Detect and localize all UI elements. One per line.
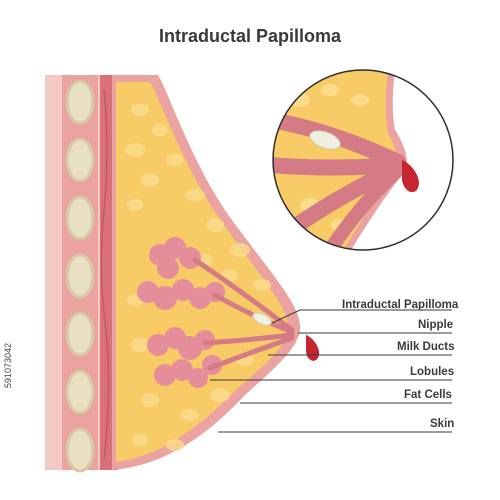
- rib: [65, 195, 95, 241]
- label-nipple: Nipple: [418, 319, 454, 331]
- zoom-circle-border: [272, 69, 454, 251]
- fat-cell: [185, 189, 205, 201]
- rib: [65, 427, 95, 473]
- milk-duct: [207, 335, 295, 371]
- label-milk-ducts: Milk Ducts: [397, 341, 455, 353]
- fat-cell: [253, 279, 271, 291]
- side-image-id: 591073042: [3, 342, 13, 388]
- fat-cell: [125, 143, 145, 157]
- zoom-discharge-drop: [402, 160, 419, 193]
- milk-ducts: [192, 257, 295, 371]
- zoom-detail: [272, 69, 454, 251]
- rib: [65, 253, 95, 299]
- fat-cells: [125, 104, 271, 451]
- rib: [65, 369, 95, 415]
- zoom-fat-cell: [321, 84, 339, 96]
- fat-cell: [210, 388, 230, 402]
- milk-duct: [212, 292, 295, 335]
- fat-cell: [141, 173, 159, 187]
- label-intraductal-papilloma: Intraductal Papilloma: [342, 299, 459, 311]
- diagram-title: Intraductal Papilloma: [158, 26, 342, 46]
- milk-duct: [192, 257, 295, 333]
- lobule: [195, 330, 215, 350]
- rib: [65, 311, 95, 357]
- lobule: [171, 359, 193, 381]
- lobule: [188, 368, 208, 388]
- fat-cell: [141, 393, 159, 407]
- label-fat-cells: Fat Cells: [404, 389, 452, 401]
- rib: [65, 79, 95, 125]
- leader-line-papilloma: [271, 309, 452, 324]
- zoom-fat-cell: [351, 94, 369, 106]
- rib: [65, 137, 95, 183]
- fat-cell: [222, 269, 238, 281]
- fat-cell: [206, 218, 224, 232]
- intraductal-papilloma: [252, 312, 272, 326]
- zoom-milk-duct: [323, 163, 405, 250]
- fat-cell: [230, 243, 250, 257]
- lobules: [137, 237, 225, 388]
- lobule: [153, 286, 177, 310]
- lobule: [147, 334, 169, 356]
- fat-cell: [181, 409, 199, 421]
- zoom-papilloma: [309, 130, 341, 150]
- label-lobules: Lobules: [410, 366, 455, 378]
- lobule: [172, 279, 194, 301]
- leader-lines: [210, 309, 452, 433]
- fat-cell: [166, 154, 184, 166]
- lobule: [154, 364, 176, 386]
- fat-cell: [152, 124, 168, 136]
- label-skin: Skin: [430, 418, 455, 430]
- muscle-fiber: [100, 89, 110, 461]
- chest-wall: [45, 75, 118, 473]
- nipple-discharge-drop: [306, 335, 320, 361]
- fat-cell: [132, 434, 148, 446]
- fat-cell: [131, 338, 149, 352]
- lobule: [157, 257, 179, 279]
- milk-duct: [202, 332, 295, 346]
- lobule: [179, 247, 201, 269]
- fat-cell: [166, 439, 184, 451]
- fat-cell: [131, 104, 149, 116]
- fat-cell: [127, 199, 143, 211]
- zoom-milk-duct: [273, 157, 406, 176]
